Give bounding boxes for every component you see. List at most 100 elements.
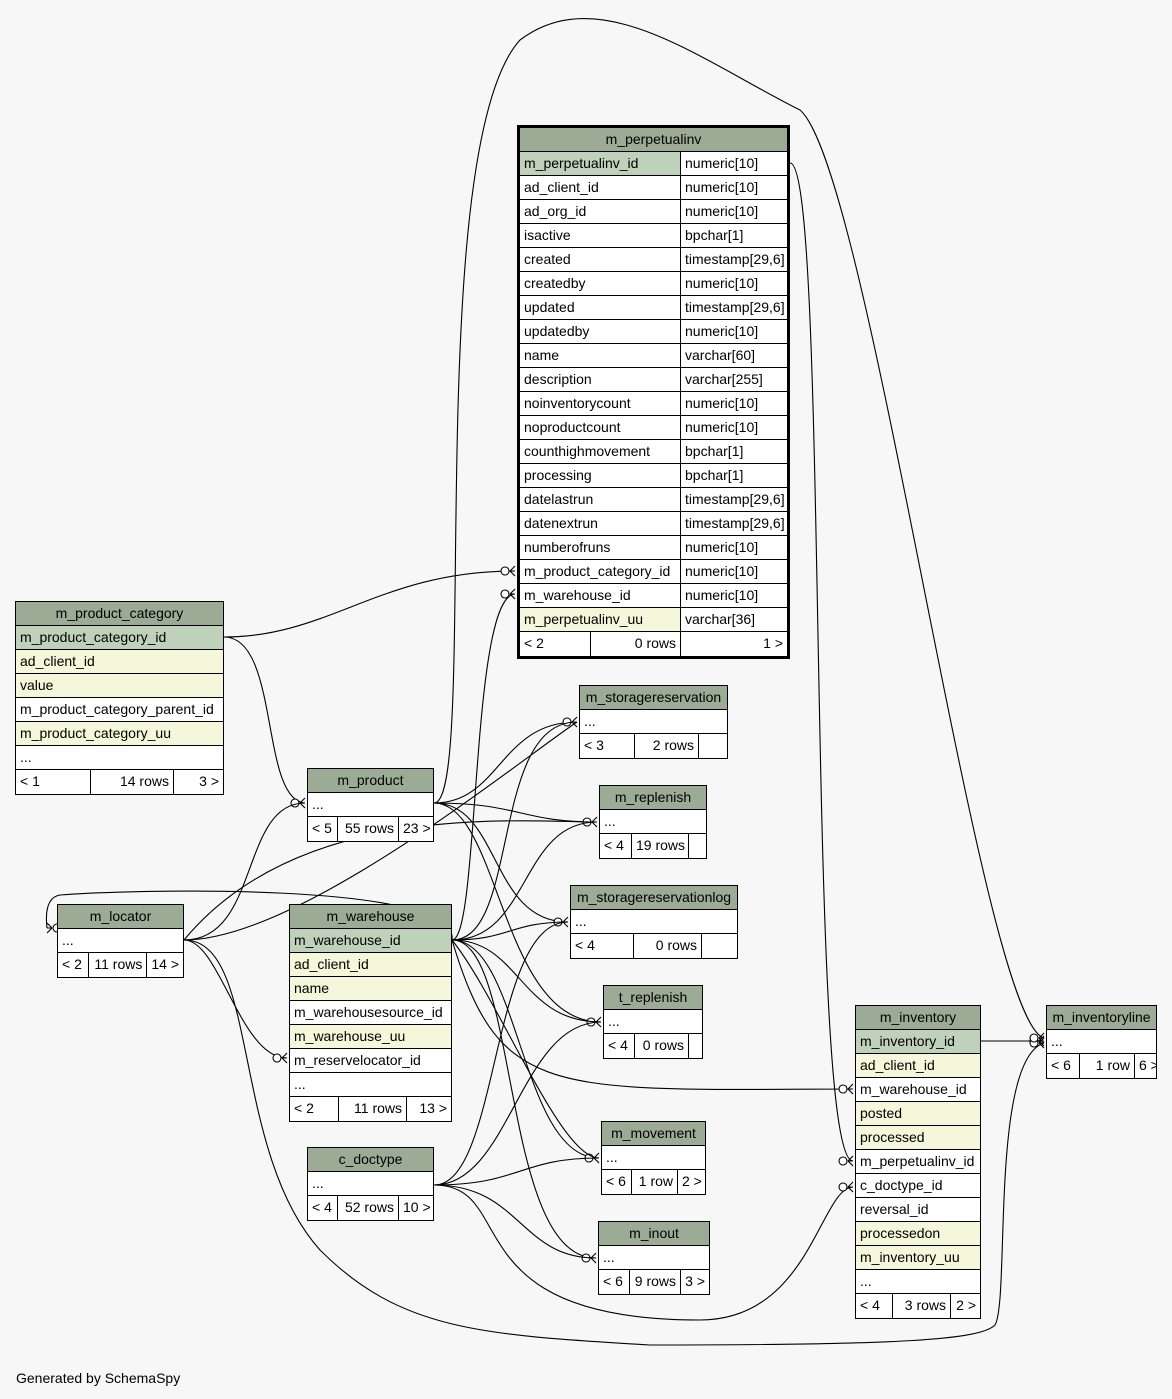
column-row[interactable]: value (16, 674, 223, 698)
parents-count[interactable]: < 4 (608, 1037, 628, 1053)
row-count[interactable]: 0 rows (633, 934, 701, 958)
children-count[interactable] (701, 934, 737, 958)
children-count[interactable] (688, 1034, 702, 1058)
parents-count[interactable]: < 6 (1051, 1057, 1071, 1073)
column-row[interactable]: m_warehousesource_id (290, 1001, 451, 1025)
column-row[interactable]: m_reservelocator_id (290, 1049, 451, 1073)
children-count[interactable]: 3 > (173, 770, 223, 794)
column-row[interactable]: ... (308, 793, 433, 817)
column-row[interactable]: ... (604, 1010, 702, 1034)
row-count[interactable]: 19 rows (631, 834, 688, 858)
parents-count[interactable]: < 3 (584, 737, 604, 753)
column-row[interactable]: m_product_category_id (16, 626, 223, 650)
column-row[interactable]: ... (308, 1172, 433, 1196)
column-row[interactable]: c_doctype_id (856, 1174, 980, 1198)
children-count[interactable]: 2 > (677, 1170, 705, 1194)
column-row[interactable]: ... (571, 910, 737, 934)
column-row[interactable]: name (290, 977, 451, 1001)
parents-count[interactable]: < 4 (575, 937, 595, 953)
parents-count[interactable]: < 6 (606, 1173, 626, 1189)
column-row[interactable]: ad_client_id (16, 650, 223, 674)
column-row[interactable]: m_warehouse_uu (290, 1025, 451, 1049)
parents-count[interactable]: < 4 (312, 1199, 332, 1215)
column-row[interactable]: processedon (856, 1222, 980, 1246)
column-row[interactable]: m_product_category_parent_id (16, 698, 223, 722)
column-row[interactable]: m_inventory_uu (856, 1246, 980, 1270)
row-count[interactable]: 0 rows (590, 632, 680, 656)
children-count[interactable]: 10 > (398, 1196, 433, 1220)
column-row[interactable]: m_inventory_id (856, 1030, 980, 1054)
row-count[interactable]: 52 rows (337, 1196, 398, 1220)
row-count[interactable]: 14 rows (90, 770, 173, 794)
column-row[interactable]: ad_client_id (856, 1054, 980, 1078)
children-count[interactable]: 13 > (406, 1097, 451, 1121)
row-count[interactable]: 1 row (1079, 1054, 1134, 1078)
row-count[interactable]: 2 rows (634, 734, 698, 758)
row-count[interactable]: 9 rows (629, 1270, 680, 1294)
row-count[interactable]: 3 rows (892, 1294, 950, 1318)
children-count[interactable] (688, 834, 706, 858)
column-row[interactable]: ... (600, 810, 706, 834)
column-row[interactable]: ad_client_id (290, 953, 451, 977)
column-row[interactable]: posted (856, 1102, 980, 1126)
parents-count[interactable]: < 4 (860, 1297, 880, 1313)
parents-count[interactable]: < 2 (294, 1100, 314, 1116)
column-row[interactable]: ... (58, 929, 183, 953)
children-count[interactable]: 1 > (680, 632, 787, 656)
children-count[interactable] (698, 734, 727, 758)
children-count[interactable]: 3 > (680, 1270, 709, 1294)
row-count[interactable]: 11 rows (338, 1097, 406, 1121)
column-row[interactable]: ... (1047, 1030, 1156, 1054)
column-row[interactable]: m_warehouse_id (290, 929, 451, 953)
column-row[interactable]: ... (599, 1246, 709, 1270)
column-row[interactable]: ... (580, 710, 727, 734)
children-count[interactable]: 14 > (146, 953, 183, 977)
column-row[interactable]: reversal_id (856, 1198, 980, 1222)
parents-count[interactable]: < 6 (603, 1273, 623, 1289)
column-row[interactable]: processed (856, 1126, 980, 1150)
parents-count[interactable]: < 2 (62, 956, 82, 972)
column-row[interactable]: m_warehouse_id (856, 1078, 980, 1102)
parents-count[interactable]: < 4 (604, 837, 624, 853)
column-row[interactable]: m_product_category_uu (16, 722, 223, 746)
column-row[interactable]: m_perpetualinv_id (856, 1150, 980, 1174)
parents-count[interactable]: < 5 (312, 820, 332, 836)
row-count[interactable]: 0 rows (634, 1034, 688, 1058)
parents-count[interactable]: < 2 (524, 635, 544, 651)
column-row[interactable]: ... (290, 1073, 451, 1097)
children-count[interactable]: 23 > (398, 817, 433, 841)
